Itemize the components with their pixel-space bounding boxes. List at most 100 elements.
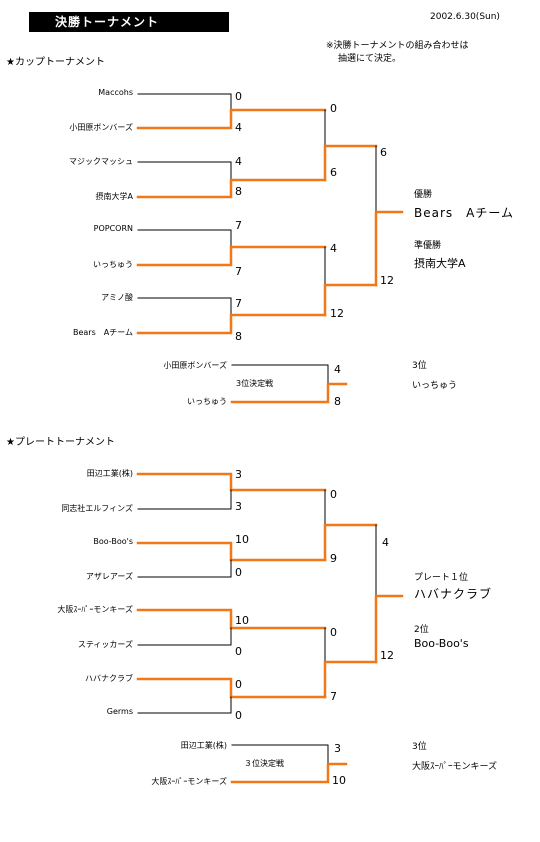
cup-third-result-label: 3位 (412, 361, 427, 371)
cup-r1-score-4: 8 (235, 185, 242, 198)
cup-third-score-2: 8 (334, 395, 341, 408)
draw-note-line2: 抽選にて決定。 (338, 54, 402, 64)
cup-m3-winner-line (136, 245, 327, 267)
plate-team-2: 同志社エルフィンズ (61, 504, 133, 513)
cup-m2-loser-line (137, 161, 232, 181)
cup-m2-winner-line (136, 178, 327, 199)
cup-r1-score-7: 7 (235, 297, 242, 310)
plate-r1-score-1: 3 (235, 468, 242, 481)
plate-team-3: Boo-Boo's (93, 537, 133, 546)
cup-third-team-2: いっちゅう (187, 397, 227, 406)
cup-runner-team: 摂南大学A (414, 257, 466, 270)
plate-third-team-2: 大阪ｽｰﾊﾟｰモンキーズ (151, 777, 227, 786)
cup-r1-score-6: 7 (235, 265, 242, 278)
plate-r1-score-8: 0 (235, 709, 242, 722)
plate-final-score-1: 4 (382, 536, 389, 549)
plate-r1-score-7: 0 (235, 678, 242, 691)
cup-m4-loser-line (137, 297, 232, 316)
plate-r2-score-4: 7 (330, 690, 337, 703)
cup-third-match-label: 3位決定戦 (236, 379, 274, 388)
cup-third-score-1: 4 (334, 363, 341, 376)
cup-m4-winner-line (136, 313, 327, 335)
plate-final-winner-line (374, 594, 404, 664)
cup-team-6: いっちゅう (93, 260, 133, 269)
cup-r1-score-1: 0 (235, 90, 242, 103)
cup-m1-loser-line (137, 93, 232, 111)
plate-team-4: アザレアーズ (85, 572, 133, 581)
plate-team-1: 田辺工業(株) (86, 469, 133, 478)
plate-m4-loser-line (137, 696, 232, 714)
plate-third-winner-line (230, 762, 348, 784)
plate-team-6: スティッカーズ (77, 640, 133, 649)
plate-s2-winner-line (323, 660, 378, 699)
plate-third-score-2: 10 (332, 774, 346, 787)
plate-r1-score-5: 10 (235, 614, 249, 627)
cup-team-3: マジックマッシュ (69, 157, 133, 166)
plate-r2-score-1: 0 (330, 488, 337, 501)
cup-m1-winner-line (136, 108, 327, 130)
plate-team-8: Germs (106, 707, 133, 716)
plate-heading: ★プレートトーナメント (6, 437, 115, 448)
plate-r1-score-3: 10 (235, 533, 249, 546)
cup-s1-winner-line (323, 144, 378, 182)
plate-m2-loser-line (137, 559, 232, 578)
plate-winner-team: ハバナクラブ (414, 587, 493, 601)
cup-team-4: 摂南大学A (95, 192, 133, 201)
plate-final-score-2: 12 (380, 649, 394, 662)
cup-r1-score-3: 4 (235, 155, 242, 168)
plate-m4-winner-line (136, 677, 327, 699)
cup-final-score-1: 6 (380, 146, 387, 159)
page-title: 決勝トーナメント (29, 12, 229, 32)
plate-team-5: 大阪ｽｰﾊﾟｰモンキーズ (57, 605, 133, 614)
cup-third-result-team: いっちゅう (412, 381, 458, 391)
plate-third-match-label: ３位決定戦 (244, 759, 284, 768)
plate-third-team-1: 田辺工業(株) (180, 741, 227, 750)
cup-team-2: 小田原ボンバーズ (69, 123, 133, 132)
plate-m3-winner-line (136, 608, 327, 630)
plate-m1-loser-line (137, 489, 232, 510)
plate-third-score-1: 3 (334, 742, 341, 755)
cup-m3-loser-line (137, 229, 232, 248)
plate-third-result-label: 3位 (412, 742, 427, 752)
plate-m2-winner-line (136, 541, 327, 562)
cup-runner-label: 準優勝 (414, 241, 442, 251)
plate-runner-label: 2位 (414, 625, 429, 635)
cup-r2-score-1: 0 (330, 102, 337, 115)
plate-runner-team: Boo-Boo's (414, 637, 469, 650)
cup-s2-winner-line (323, 283, 378, 317)
cup-r1-score-8: 8 (235, 330, 242, 343)
plate-team-7: ハバナクラブ (85, 674, 133, 683)
cup-final-winner-line (374, 210, 404, 287)
cup-team-8: Bears Aチーム (72, 328, 133, 337)
draw-note: ※決勝トーナメントの組み合わせは 抽選にて決定。 (326, 40, 469, 66)
cup-team-7: アミノ酸 (101, 293, 133, 302)
plate-winner-label: プレート１位 (414, 573, 469, 583)
cup-third-team-1: 小田原ボンバーズ (163, 361, 227, 370)
plate-r2-score-3: 0 (330, 626, 337, 639)
plate-s1-winner-line (323, 523, 378, 562)
draw-note-line1: ※決勝トーナメントの組み合わせは (326, 41, 469, 51)
cup-r1-score-5: 7 (235, 219, 242, 232)
cup-heading: ★カップトーナメント (6, 57, 105, 68)
cup-winner-team: Bears Aチーム (414, 206, 515, 220)
plate-r1-score-6: 0 (235, 645, 242, 658)
cup-third-winner-line (230, 382, 348, 404)
plate-m1-winner-line (136, 472, 327, 492)
plate-third-loser-line (231, 744, 329, 765)
cup-winner-label: 優勝 (414, 190, 433, 200)
plate-r2-score-2: 9 (330, 552, 337, 565)
cup-r2-score-3: 4 (330, 242, 337, 255)
cup-r1-score-2: 4 (235, 121, 242, 134)
plate-r1-score-2: 3 (235, 500, 242, 513)
cup-r2-score-2: 6 (330, 166, 337, 179)
cup-final-score-2: 12 (380, 274, 394, 287)
event-date: 2002.6.30(Sun) (430, 12, 500, 22)
cup-third-loser-line (231, 364, 329, 385)
plate-third-result-team: 大阪ｽｰﾊﾟｰモンキーズ (412, 762, 498, 772)
plate-m3-loser-line (137, 627, 232, 646)
cup-r2-score-4: 12 (330, 307, 344, 320)
plate-r1-score-4: 0 (235, 566, 242, 579)
cup-team-1: Maccohs (98, 88, 133, 97)
cup-team-5: POPCORN (93, 224, 133, 233)
